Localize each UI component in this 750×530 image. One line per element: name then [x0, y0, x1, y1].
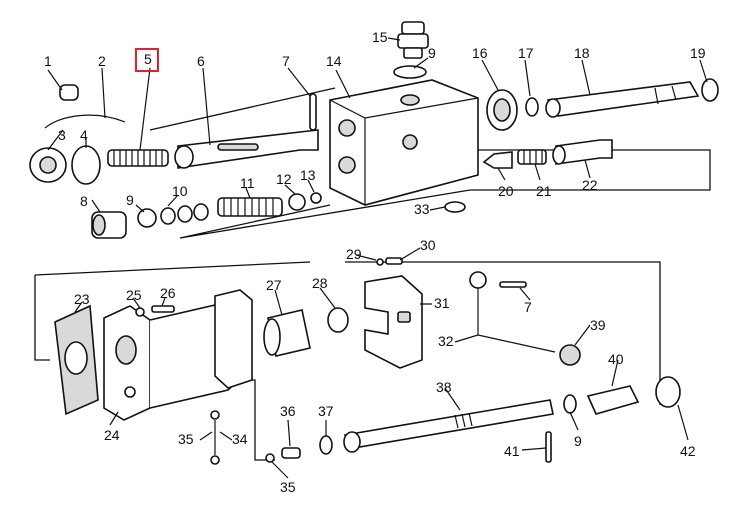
part-8-plug [91, 211, 127, 239]
callout-40: 40 [608, 351, 624, 367]
part-39-knob [559, 344, 581, 366]
part-33-ring [444, 201, 466, 213]
part-19-ring [701, 78, 719, 102]
callout-35-lower: 35 [280, 479, 296, 495]
part-22-sleeve [552, 139, 613, 165]
part-25-washer [135, 307, 145, 317]
callout-2: 2 [98, 53, 106, 69]
part-30-screw [385, 257, 403, 265]
callout-6: 6 [197, 53, 205, 69]
callout-36: 36 [280, 403, 296, 419]
callout-18: 18 [574, 45, 590, 61]
part-36-spring [281, 447, 301, 459]
part-24-cylinder-housing [103, 289, 253, 421]
part-42-cap [655, 376, 681, 408]
part-15-fitting [397, 21, 429, 59]
leader-lines [47, 37, 708, 479]
part-3-nut [29, 147, 67, 183]
part-11-spring [217, 197, 283, 217]
part-38-rod [343, 399, 554, 453]
callout-13: 13 [300, 167, 316, 183]
part-13-ball [310, 192, 322, 204]
part-9-oring-upper [393, 65, 427, 79]
callout-25: 25 [126, 287, 142, 303]
callout-30: 30 [420, 237, 436, 253]
part-4-ring [71, 145, 101, 185]
callout-20: 20 [498, 183, 514, 199]
callout-21: 21 [536, 183, 552, 199]
callout-32: 32 [438, 333, 454, 349]
part-18-shaft [545, 81, 700, 118]
callout-12: 12 [276, 171, 292, 187]
part-16-seal [486, 89, 518, 131]
part-23-gasket [54, 304, 99, 416]
callout-29: 29 [346, 246, 362, 262]
part-9-washer-lower [563, 394, 577, 414]
part-35-ball-lower [265, 453, 275, 463]
part-20-poppet [482, 151, 513, 169]
callout-9-lower: 9 [574, 433, 582, 449]
callout-33: 33 [414, 201, 430, 217]
lower-frame-line [34, 261, 661, 461]
part-21-spring [517, 149, 547, 165]
part-27-bushing [263, 309, 311, 357]
part-5-spring [107, 149, 169, 167]
callout-4: 4 [80, 127, 88, 143]
callout-14: 14 [326, 53, 342, 69]
callout-5-highlight-box [135, 48, 159, 72]
callout-24: 24 [104, 427, 120, 443]
callout-15: 15 [372, 29, 388, 45]
callout-34: 34 [232, 431, 248, 447]
part-29-washer [376, 258, 384, 266]
part-37-ring [319, 435, 333, 455]
callout-37: 37 [318, 403, 334, 419]
part-17-ring [525, 97, 539, 117]
callout-31: 31 [434, 295, 450, 311]
part-7-pin-lower [499, 281, 527, 288]
part-2-wire [44, 114, 126, 129]
callout-27: 27 [266, 277, 282, 293]
callout-8: 8 [80, 193, 88, 209]
callout-17: 17 [518, 45, 534, 61]
part-12-washer [288, 193, 306, 211]
part-32-lever [469, 271, 556, 353]
callout-22: 22 [582, 177, 598, 193]
callout-10: 10 [172, 183, 188, 199]
part-41-pin [545, 431, 552, 463]
part-26-bolt [151, 305, 175, 313]
callout-23: 23 [74, 291, 90, 307]
part-40-fitting [586, 385, 640, 415]
callout-9-left: 9 [126, 192, 134, 208]
part-9-washer-left [137, 208, 157, 228]
callout-1: 1 [44, 53, 52, 69]
callout-19: 19 [690, 45, 706, 61]
part-1-cap [59, 84, 79, 101]
callout-5: 5 [144, 51, 152, 67]
callout-16: 16 [472, 45, 488, 61]
callout-42: 42 [680, 443, 696, 459]
callout-9-upper: 9 [428, 45, 436, 61]
part-10-washers [160, 203, 209, 225]
callout-3: 3 [58, 127, 66, 143]
part-31-fork [364, 275, 423, 369]
callout-38: 38 [436, 379, 452, 395]
callout-7-lower: 7 [524, 299, 532, 315]
callout-35-left: 35 [178, 431, 194, 447]
callout-7-upper: 7 [282, 53, 290, 69]
part-7-pin [309, 93, 317, 131]
callout-39: 39 [590, 317, 606, 333]
part-6-shaft [174, 129, 319, 169]
part-34-35-detent [210, 410, 220, 465]
upper-frame-line [149, 87, 711, 239]
part-28-collar [327, 307, 349, 333]
callout-28: 28 [312, 275, 328, 291]
callout-26: 26 [160, 285, 176, 301]
callout-11: 11 [240, 175, 255, 191]
part-14-valve-block [329, 79, 479, 206]
callout-41: 41 [504, 443, 520, 459]
